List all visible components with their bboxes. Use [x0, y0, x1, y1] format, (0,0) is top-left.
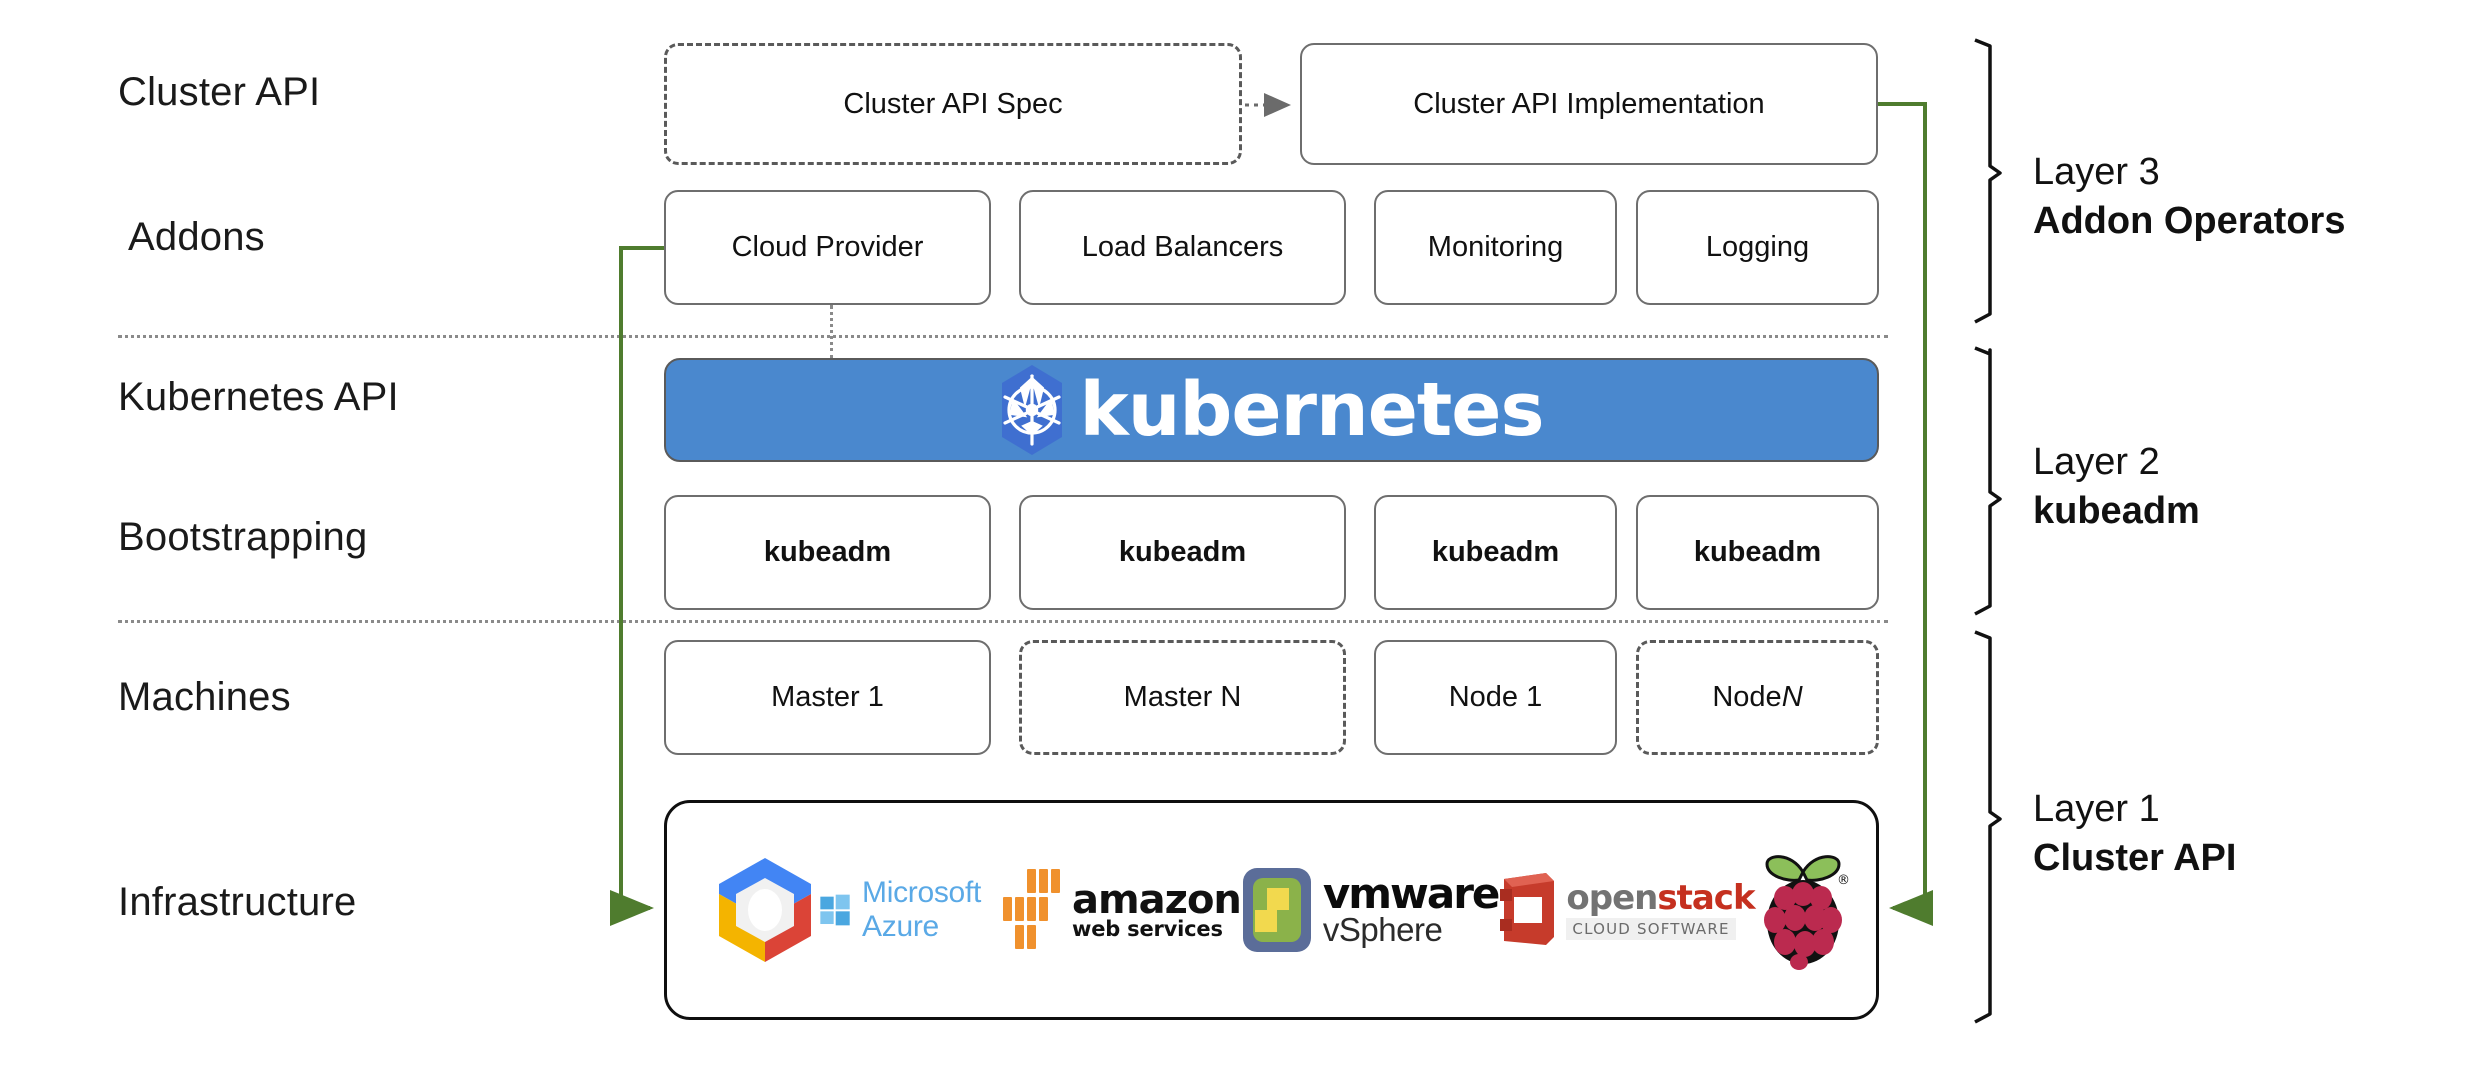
azure-wordmark: Microsoft Azure	[862, 876, 982, 943]
layer-legend-3: Layer 3 Addon Operators	[2033, 148, 2345, 245]
node-cluster-api-spec[interactable]: Cluster API Spec	[664, 43, 1242, 165]
logo-microsoft-azure[interactable]: Microsoft Azure	[819, 876, 997, 944]
node-label: Logging	[1705, 231, 1810, 263]
node-label: Cluster API Spec	[843, 87, 1063, 120]
node-addon-monitoring[interactable]: Monitoring	[1374, 190, 1617, 305]
node-kubeadm-2[interactable]: kubeadm	[1019, 495, 1346, 610]
connector-cloud-provider-to-kubernetes	[830, 305, 833, 359]
node-cluster-api-implementation[interactable]: Cluster API Implementation	[1300, 43, 1878, 165]
separator-layer2-layer1	[118, 620, 1888, 623]
brace-layer-1	[1974, 630, 2002, 1024]
node-label: Monitoring	[1427, 231, 1564, 263]
node-kubeadm-1[interactable]: kubeadm	[664, 495, 991, 610]
layer-name: kubeadm	[2033, 489, 2200, 532]
layer-number: Layer 1	[2033, 788, 2160, 830]
node-addon-load-balancers[interactable]: Load Balancers	[1019, 190, 1346, 305]
kubernetes-helm-wheel-icon	[999, 364, 1065, 456]
node-machine-node-1[interactable]: Node 1	[1374, 640, 1617, 755]
node-kubeadm-4[interactable]: kubeadm	[1636, 495, 1879, 610]
node-label: kubeadm	[1693, 536, 1822, 568]
layer-name: Cluster API	[2033, 836, 2237, 879]
brace-layer-2	[1974, 346, 2002, 616]
node-label: kubeadm	[1431, 536, 1560, 568]
node-label: kubeadm	[763, 536, 892, 568]
node-machine-master-1[interactable]: Master 1	[664, 640, 991, 755]
node-machine-node-n[interactable]: Node N	[1636, 640, 1879, 755]
node-machine-master-n[interactable]: Master N	[1019, 640, 1346, 755]
node-addon-cloud-provider[interactable]: Cloud Provider	[664, 190, 991, 305]
logo-raspberry-pi[interactable]: ®	[1755, 850, 1851, 970]
layer-legend-1: Layer 1 Cluster API	[2033, 785, 2236, 882]
openstack-wordmark-open: open	[1566, 877, 1658, 918]
row-label-cluster-api: Cluster API	[118, 70, 321, 114]
node-label: Node	[1712, 681, 1782, 713]
aws-subtitle: web services	[1072, 916, 1223, 941]
row-label-kubernetes-api: Kubernetes API	[118, 375, 399, 419]
logo-amazon-web-services[interactable]: amazon web services	[997, 867, 1242, 953]
openstack-subtitle: CLOUD SOFTWARE	[1566, 917, 1736, 940]
node-label: Node 1	[1448, 681, 1543, 713]
node-label: Cluster API Implementation	[1413, 87, 1765, 120]
node-label: kubeadm	[1118, 536, 1247, 568]
aws-wordmark: amazon	[1072, 876, 1242, 923]
row-label-addons: Addons	[128, 215, 265, 259]
vsphere-subtitle: vSphere	[1322, 911, 1443, 949]
openstack-wordmark: openstack	[1566, 877, 1755, 918]
logo-openstack[interactable]: openstack CLOUD SOFTWARE	[1498, 871, 1756, 949]
logo-vmware-vsphere[interactable]: vmware vSphere	[1241, 866, 1500, 954]
node-label: Master 1	[771, 681, 884, 713]
layer-legend-2: Layer 2 kubeadm	[2033, 438, 2200, 535]
row-label-infrastructure: Infrastructure	[118, 880, 357, 924]
kubernetes-wordmark: kubernetes	[1079, 367, 1544, 453]
openstack-wordmark-stack: stack	[1657, 877, 1755, 918]
svg-text:®: ®	[1837, 873, 1850, 888]
node-label-italic: N	[1781, 681, 1803, 713]
arrow-implementation-to-infrastructure	[1878, 102, 1933, 926]
brace-layer-3	[1974, 38, 2002, 324]
arrow-cloud-provider-to-infrastructure	[610, 246, 664, 926]
node-addon-logging[interactable]: Logging	[1636, 190, 1879, 305]
row-label-bootstrapping: Bootstrapping	[118, 515, 368, 559]
layer-name: Addon Operators	[2033, 199, 2346, 242]
node-label: Master N	[1123, 681, 1242, 713]
vmware-wordmark: vmware	[1322, 868, 1500, 918]
node-label: Cloud Provider	[731, 231, 924, 263]
logo-google-cloud-platform[interactable]	[711, 854, 819, 966]
layer-number: Layer 2	[2033, 441, 2160, 483]
node-kubeadm-3[interactable]: kubeadm	[1374, 495, 1617, 610]
separator-layer3-layer2	[118, 335, 1888, 338]
layer-number: Layer 3	[2033, 151, 2160, 193]
node-label: Load Balancers	[1081, 231, 1284, 263]
kubernetes-banner[interactable]: kubernetes	[664, 358, 1879, 462]
row-label-machines: Machines	[118, 675, 291, 719]
infrastructure-container[interactable]: Microsoft Azure amazon web ser	[664, 800, 1879, 1020]
